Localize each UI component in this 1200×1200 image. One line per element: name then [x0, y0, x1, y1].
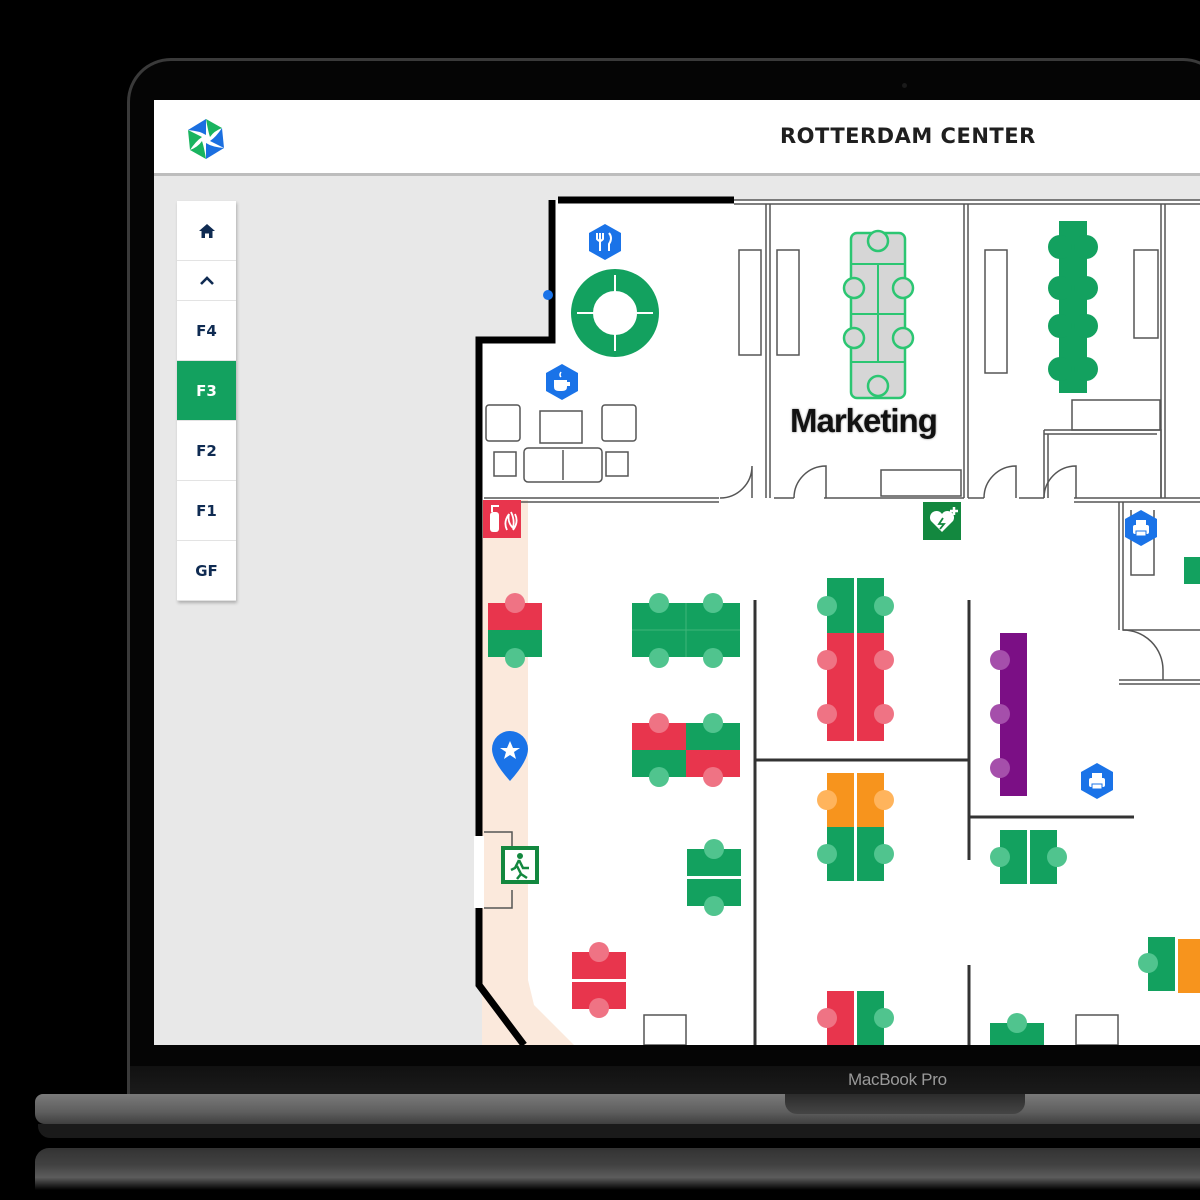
home-icon	[198, 223, 215, 238]
desk-group[interactable]	[632, 593, 740, 668]
printer-icon[interactable]	[1125, 510, 1157, 546]
floor-button-f2[interactable]: F2	[177, 421, 236, 481]
floor-up-button[interactable]	[177, 261, 236, 301]
laptop-base	[35, 1094, 1200, 1124]
floor-button-f1[interactable]: F1	[177, 481, 236, 541]
aed-defibrillator-icon[interactable]	[923, 502, 961, 540]
floor-button-f3[interactable]: F3	[177, 361, 236, 421]
desk-group-team[interactable]	[990, 633, 1027, 796]
desk-pair[interactable]	[687, 839, 741, 916]
floor-button-f4[interactable]: F4	[177, 301, 236, 361]
desk-group[interactable]	[632, 713, 740, 787]
laptop-chin	[130, 1066, 1200, 1098]
restaurant-icon[interactable]	[589, 224, 621, 260]
page-title: ROTTERDAM CENTER	[780, 124, 1036, 148]
desk-group[interactable]	[990, 830, 1067, 884]
floor-selector: F4 F3 F2 F1 GF	[177, 201, 236, 601]
floor-button-gf[interactable]: GF	[177, 541, 236, 601]
favorite-location-pin-icon[interactable]	[492, 731, 528, 781]
desk-group[interactable]	[817, 578, 894, 741]
round-table[interactable]	[571, 269, 659, 357]
coffee-icon[interactable]	[546, 364, 578, 400]
desk-group[interactable]	[817, 773, 894, 881]
printer-icon[interactable]	[1081, 763, 1113, 799]
reflection	[35, 1148, 1200, 1190]
location-dot	[543, 290, 553, 300]
device-brand-label: MacBook Pro	[848, 1070, 947, 1089]
app-header: ROTTERDAM CENTER	[154, 100, 1200, 176]
emergency-exit-icon[interactable]	[501, 846, 539, 884]
app-logo[interactable]	[184, 117, 228, 161]
conference-table[interactable]	[1048, 221, 1098, 393]
desk-pair[interactable]	[488, 593, 542, 668]
room-label-marketing: Marketing	[790, 402, 938, 439]
laptop-opening-notch	[785, 1094, 1025, 1114]
app-screen: ROTTERDAM CENTER F4 F3 F2 F1 GF	[154, 100, 1200, 1045]
desk-group[interactable]	[1138, 937, 1200, 993]
webcam	[902, 83, 907, 88]
laptop-base-bottom	[38, 1124, 1200, 1138]
desk-pair[interactable]	[572, 942, 626, 1018]
chevron-up-icon	[199, 275, 214, 285]
desk-group[interactable]	[817, 991, 894, 1045]
home-button[interactable]	[177, 201, 236, 261]
floorplan-map[interactable]	[154, 100, 1200, 1045]
desk-pair[interactable]	[990, 1013, 1044, 1045]
fire-extinguisher-icon[interactable]	[483, 500, 521, 538]
